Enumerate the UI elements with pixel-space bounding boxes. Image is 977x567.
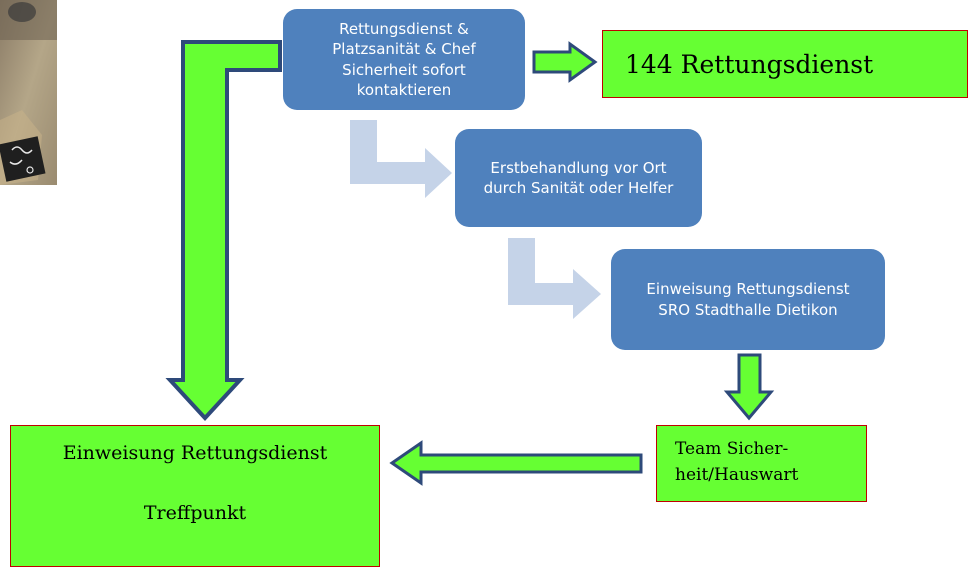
green-arrow-down-to-team xyxy=(723,353,775,421)
node-contact-services-text: Rettungsdienst & Platzsanität & Chef Sic… xyxy=(332,20,476,99)
node-guide-sro: Einweisung Rettungsdienst SRO Stadthalle… xyxy=(611,249,885,350)
green-l-arrow-to-meeting xyxy=(165,40,282,421)
photo-thumbnail xyxy=(0,0,57,185)
node-first-aid-text: Erstbehandlung vor Ort durch Sanität ode… xyxy=(483,158,674,197)
node-meeting-line2: Treffpunkt xyxy=(143,502,247,524)
node-team-security: Team Sicher- heit/Hauswart xyxy=(656,425,867,502)
node-call-144: 144 Rettungsdienst xyxy=(602,30,968,98)
node-call-144-text: 144 Rettungsdienst xyxy=(625,49,874,79)
node-meeting-point: Einweisung Rettungsdienst Treffpunkt xyxy=(10,425,380,567)
node-contact-services: Rettungsdienst & Platzsanität & Chef Sic… xyxy=(283,9,525,110)
light-arrow-to-first-aid xyxy=(350,120,452,198)
green-arrow-to-144 xyxy=(532,41,598,83)
node-team-line1: Team Sicher- xyxy=(675,439,789,459)
node-meeting-line1: Einweisung Rettungsdienst xyxy=(62,442,328,464)
node-first-aid: Erstbehandlung vor Ort durch Sanität ode… xyxy=(455,129,702,227)
light-arrow-to-guide xyxy=(508,238,601,319)
node-team-line2: heit/Hauswart xyxy=(675,464,799,485)
node-guide-sro-text: Einweisung Rettungsdienst SRO Stadthalle… xyxy=(646,280,850,319)
green-arrow-left-to-meeting xyxy=(389,440,643,486)
